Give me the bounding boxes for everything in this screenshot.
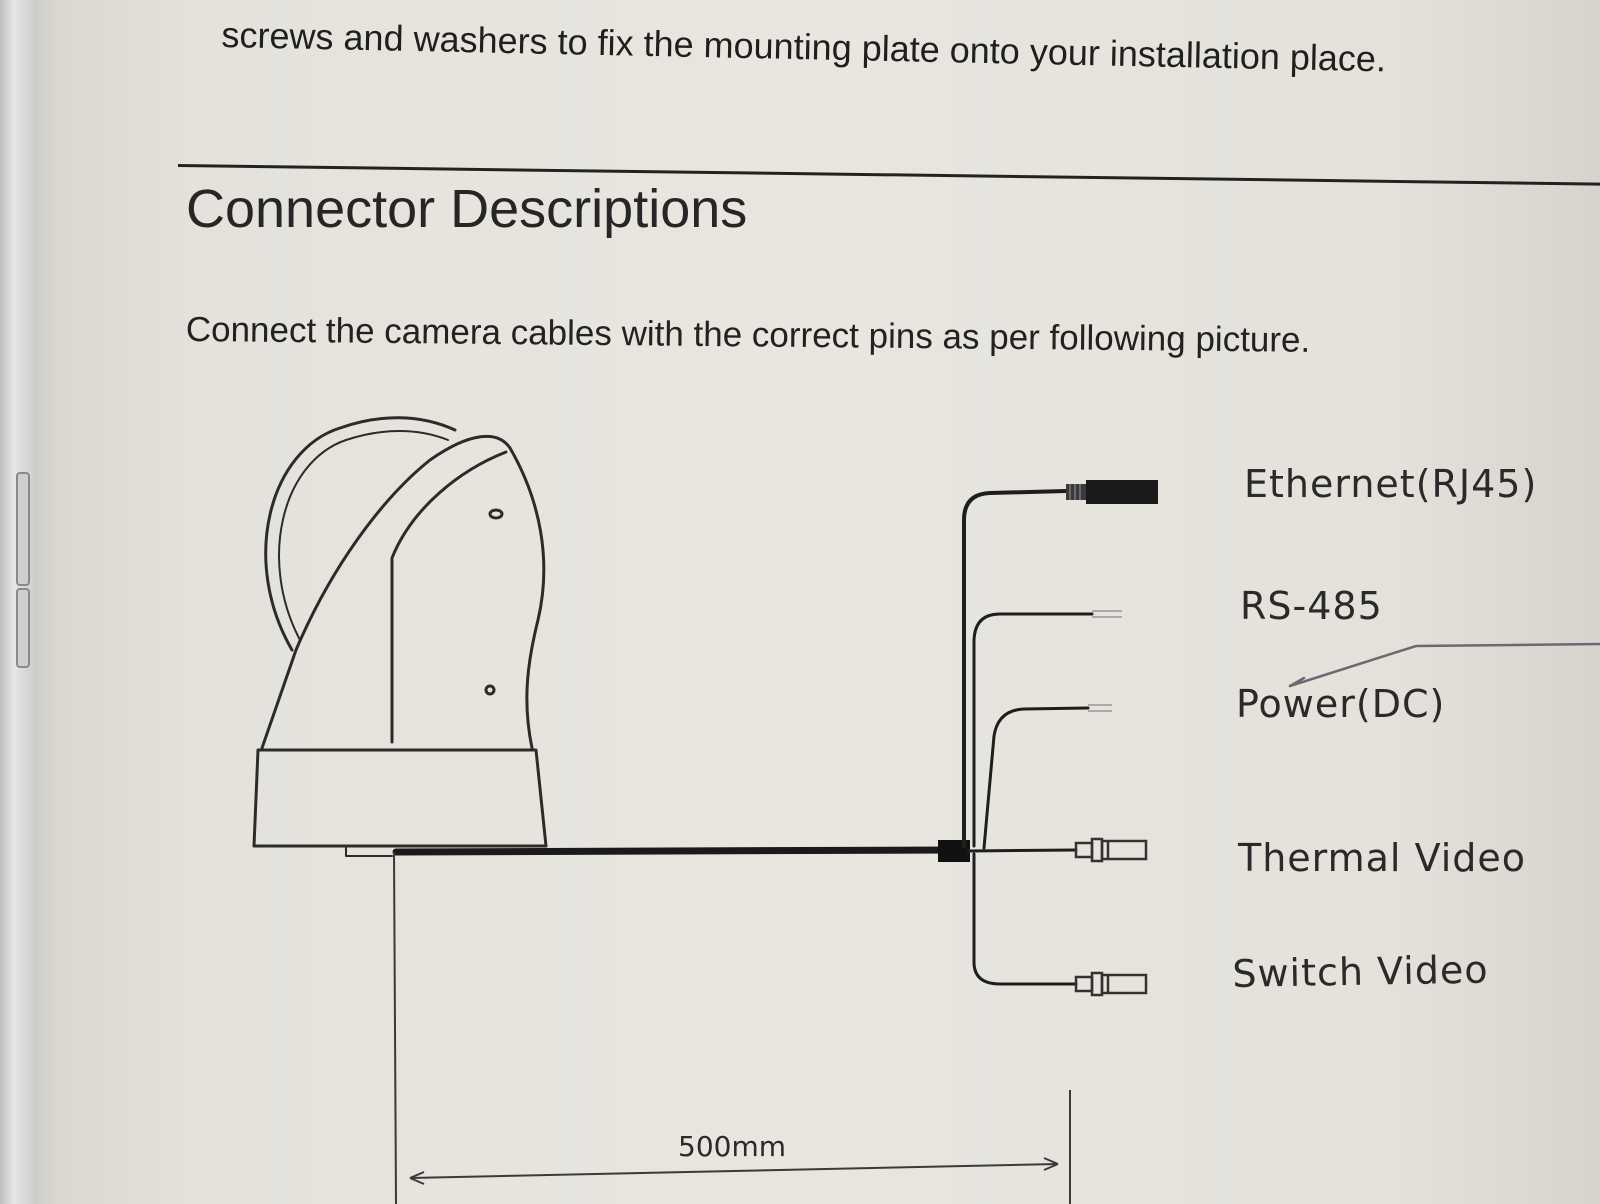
rj45-connector-icon (1066, 480, 1158, 504)
label-thermal-video: Thermal Video (1238, 836, 1527, 880)
rs485-wire-end-icon (1092, 610, 1122, 618)
main-cable (392, 840, 970, 862)
label-ethernet: Ethernet(RJ45) (1244, 462, 1538, 506)
bnc-connector-thermal-icon (1074, 837, 1148, 863)
label-cable-length: 500mm (678, 1130, 786, 1163)
staple-bottom (16, 588, 30, 668)
label-switch-video: Switch Video (1232, 947, 1489, 996)
section-heading: Connector Descriptions (186, 179, 748, 239)
page-binding (0, 0, 34, 1204)
camera-illustration (252, 416, 548, 857)
pen-annotation (1288, 642, 1600, 688)
cable-branches (962, 489, 1094, 986)
staple-top (16, 472, 30, 586)
bnc-connector-switch-icon (1074, 971, 1148, 997)
label-power: Power(DC) (1236, 682, 1446, 726)
label-rs485: RS-485 (1240, 584, 1383, 628)
power-wire-end-icon (1088, 704, 1112, 712)
dimension-indicator (393, 851, 1071, 1204)
